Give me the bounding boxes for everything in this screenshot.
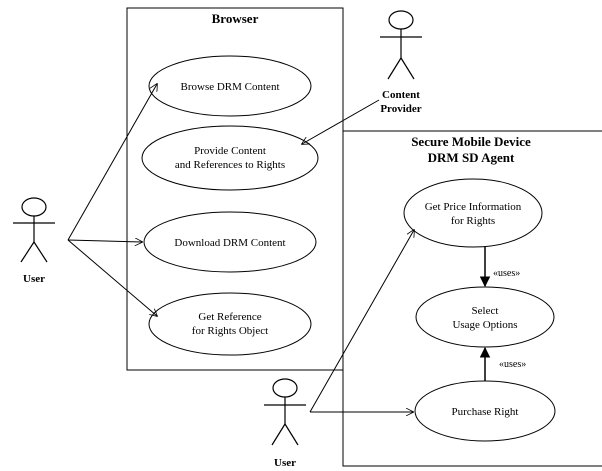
association-user-get-price <box>309 230 414 413</box>
stick-figure-icon <box>264 378 306 446</box>
actor-user-bottom[interactable]: User <box>264 378 306 469</box>
associations-user-bottom <box>309 230 414 413</box>
use-case-get-reference-label-1: Get Reference <box>198 311 261 323</box>
actor-user-bottom-label: User <box>274 457 296 469</box>
use-case-purchase[interactable]: Purchase Right <box>414 380 556 442</box>
actor-user-left-label: User <box>23 273 45 285</box>
use-case-select-usage-ellipse <box>415 286 555 348</box>
association-user-download <box>67 240 142 242</box>
device-boundary: Secure Mobile Device DRM SD Agent <box>342 130 602 467</box>
use-case-provide-label-2: and References to Rights <box>175 159 285 171</box>
device-title-line1: Secure Mobile Device <box>411 134 531 149</box>
use-case-browse-ellipse <box>148 55 312 117</box>
use-case-provide-label-1: Provide Content <box>194 145 266 157</box>
use-case-get-price-label-1: Get Price Information <box>425 201 522 213</box>
use-case-browse[interactable]: Browse DRM Content <box>148 55 312 117</box>
use-case-get-reference-ellipse <box>148 292 312 356</box>
association-user-get-reference <box>67 239 157 316</box>
use-case-get-price-ellipse <box>403 178 543 248</box>
use-case-select-usage-label-2: Usage Options <box>452 319 517 331</box>
use-case-get-price-label-2: for Rights <box>451 215 495 227</box>
use-case-get-reference-label-2: for Rights Object <box>192 325 268 337</box>
stick-figure-icon <box>380 10 422 80</box>
device-title-line2: DRM SD Agent <box>428 150 515 165</box>
associations-user-left <box>67 84 157 316</box>
association-provider-provide <box>302 99 380 144</box>
uses-label-2: «uses» <box>499 359 526 370</box>
association-user-browse <box>67 84 157 241</box>
use-case-purchase-label: Purchase Right <box>452 406 519 418</box>
use-case-provide[interactable]: Provide Content and References to Rights <box>141 125 319 191</box>
uses-relation-2: «uses» <box>479 346 526 381</box>
stick-figure-icon <box>13 197 55 263</box>
use-case-get-price[interactable]: Get Price Information for Rights <box>403 178 543 248</box>
use-case-download-label: Download DRM Content <box>174 237 285 249</box>
uses-label-1: «uses» <box>493 268 520 279</box>
actor-content-provider-label-2: Provider <box>380 103 421 115</box>
actor-user-left[interactable]: User <box>13 197 55 285</box>
actor-content-provider-label-1: Content <box>382 89 420 101</box>
browser-title: Browser <box>212 11 259 26</box>
device-boundary-box <box>342 130 602 467</box>
use-case-download-ellipse <box>143 211 317 273</box>
use-case-select-usage-label-1: Select <box>472 305 499 317</box>
use-case-provide-ellipse <box>141 125 319 191</box>
actor-content-provider[interactable]: Content Provider <box>380 10 422 115</box>
uses-relation-1: «uses» <box>479 247 520 288</box>
use-case-get-reference[interactable]: Get Reference for Rights Object <box>148 292 312 356</box>
use-case-select-usage[interactable]: Select Usage Options <box>415 286 555 348</box>
use-case-download[interactable]: Download DRM Content <box>143 211 317 273</box>
use-case-browse-label: Browse DRM Content <box>181 81 280 93</box>
